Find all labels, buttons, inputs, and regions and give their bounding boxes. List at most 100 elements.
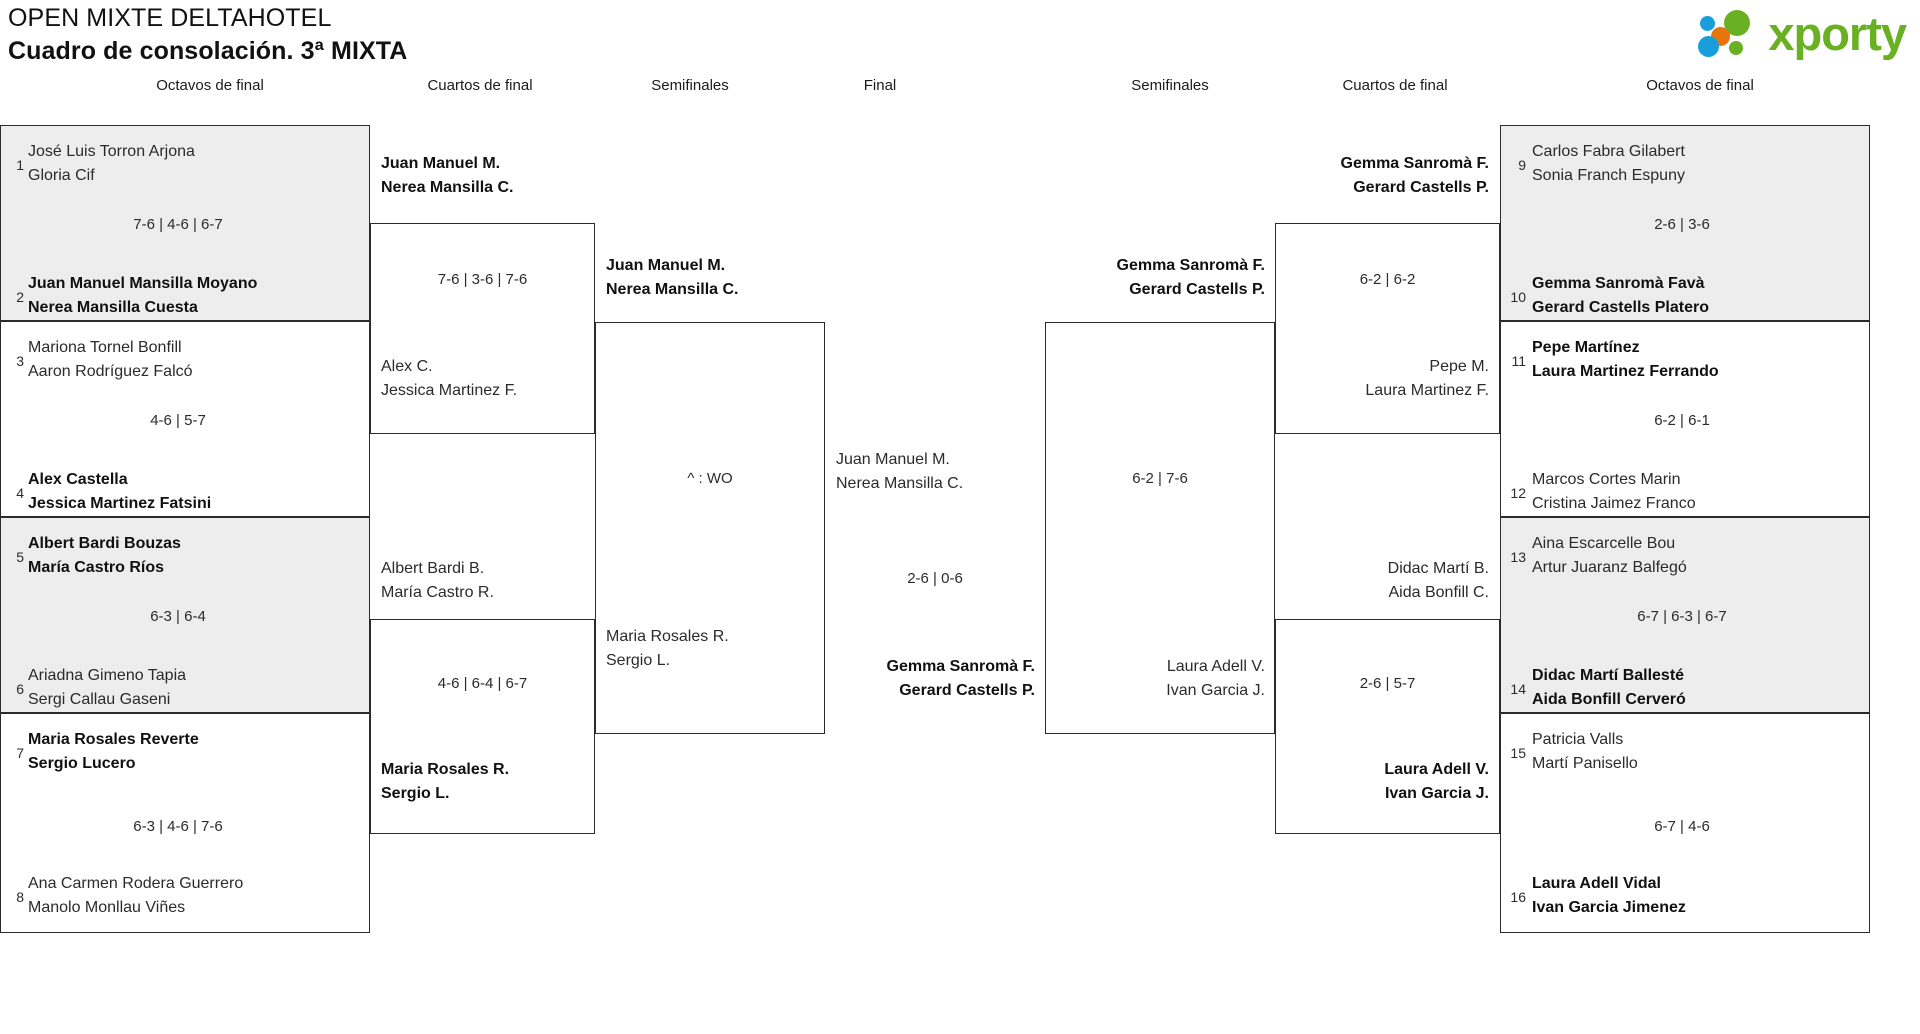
player-2: Ivan Garcia J. <box>1166 682 1265 699</box>
player-2: Sergio Lucero <box>28 755 136 772</box>
match-score: 4-6 | 6-4 | 6-7 <box>437 675 528 692</box>
match-score: 6-2 | 7-6 <box>1132 470 1188 487</box>
player-1: Laura Adell Vidal <box>1532 875 1661 892</box>
match-box-rqf-2[interactable] <box>1275 619 1500 834</box>
xporty-logo: xporty <box>1698 6 1907 60</box>
round-header-left-sf: Semifinales <box>651 77 729 94</box>
team-name: Juan Manuel M. Nerea Mansilla C. <box>381 152 514 200</box>
player-1: Carlos Fabra Gilabert <box>1532 143 1685 160</box>
seed-number: 4 <box>16 485 24 501</box>
seed-number: 11 <box>1511 353 1526 369</box>
player-2: Sonia Franch Espuny <box>1532 167 1685 184</box>
team-name: José Luis Torron Arjona Gloria Cif <box>28 140 195 188</box>
match-score: 2-6 | 3-6 <box>1654 216 1710 233</box>
team-name: Laura Adell V. Ivan Garcia J. <box>1045 655 1265 703</box>
player-1: Juan Manuel M. <box>381 155 501 172</box>
match-score: 4-6 | 5-7 <box>150 412 206 429</box>
team-name: Laura Adell Vidal Ivan Garcia Jimenez <box>1532 872 1686 920</box>
player-1: Pepe Martínez <box>1532 339 1640 356</box>
match-box-r16-3[interactable] <box>1500 517 1870 713</box>
player-2: Gerard Castells Platero <box>1532 299 1709 316</box>
player-1: Laura Adell V. <box>1384 761 1489 778</box>
team-name: Didac Martí B. Aida Bonfill C. <box>1275 557 1489 605</box>
team-name: Gemma Sanromà F. Gerard Castells P. <box>1045 254 1266 302</box>
round-header-right-qf: Cuartos de final <box>1342 77 1448 94</box>
match-score: 6-2 | 6-2 <box>1359 271 1416 288</box>
player-2: Sergio L. <box>381 785 450 802</box>
player-2: Gerard Castells P. <box>899 682 1035 699</box>
player-2: Gerard Castells P. <box>1353 179 1489 196</box>
player-2: Aaron Rodríguez Falcó <box>28 363 193 380</box>
player-2: Artur Juaranz Balfegó <box>1532 559 1687 576</box>
player-1: Ana Carmen Rodera Guerrero <box>28 875 244 892</box>
match-box-lqf-1[interactable] <box>370 223 595 434</box>
team-name: Maria Rosales R. Sergio L. <box>381 758 509 806</box>
player-2: Gerard Castells P. <box>1129 281 1265 298</box>
player-1: Laura Adell V. <box>1166 658 1265 675</box>
match-box-l16-4[interactable] <box>0 713 370 933</box>
team-name: Juan Manuel Mansilla Moyano Nerea Mansil… <box>28 272 257 320</box>
team-name: Carlos Fabra Gilabert Sonia Franch Espun… <box>1532 140 1685 188</box>
logo-wordmark: xporty <box>1768 6 1907 60</box>
team-name: Laura Adell V. Ivan Garcia J. <box>1275 758 1489 806</box>
player-1: Patricia Valls <box>1532 731 1624 748</box>
seed-number: 12 <box>1510 485 1526 501</box>
player-1: Pepe M. <box>1429 358 1489 375</box>
player-1: Maria Rosales Reverte <box>28 731 199 748</box>
seed-number: 7 <box>16 745 24 761</box>
seed-number: 16 <box>1510 889 1526 905</box>
team-name: Alex C. Jessica Martinez F. <box>381 355 517 403</box>
match-box-rqf-1[interactable] <box>1275 223 1500 434</box>
round-header-left-qf: Cuartos de final <box>427 77 533 94</box>
team-name: Albert Bardi B. María Castro R. <box>381 557 494 605</box>
player-2: María Castro R. <box>381 584 494 601</box>
seed-number: 10 <box>1510 289 1526 305</box>
team-name: Juan Manuel M. Nerea Mansilla C. <box>836 448 963 496</box>
player-1: Alex Castella <box>28 471 128 488</box>
round-header-right-r16: Octavos de final <box>1646 77 1754 94</box>
player-2: Sergi Callau Gaseni <box>28 691 171 708</box>
match-box-r16-2[interactable] <box>1500 321 1870 517</box>
match-box-r16-1[interactable] <box>1500 125 1870 321</box>
player-2: Ivan Garcia J. <box>1384 785 1489 802</box>
match-box-rsf-1[interactable] <box>1045 322 1275 734</box>
seed-number: 1 <box>16 157 24 173</box>
player-1: Ariadna Gimeno Tapia <box>28 667 187 684</box>
match-box-lqf-2[interactable] <box>370 619 595 834</box>
player-2: Sergio L. <box>606 652 671 669</box>
team-name: Didac Martí Ballesté Aida Bonfill Cerver… <box>1532 664 1686 712</box>
player-1: Juan Manuel M. <box>836 451 950 468</box>
player-1: Gemma Sanromà F. <box>1340 155 1490 172</box>
seed-number: 6 <box>16 681 24 697</box>
team-name: Marcos Cortes Marin Cristina Jaimez Fran… <box>1532 468 1696 516</box>
team-name: Aina Escarcelle Bou Artur Juaranz Balfeg… <box>1532 532 1687 580</box>
team-name: Patricia Valls Martí Panisello <box>1532 728 1638 776</box>
seed-number: 5 <box>16 549 24 565</box>
team-name: Mariona Tornel Bonfill Aaron Rodríguez F… <box>28 336 193 384</box>
team-name: Ariadna Gimeno Tapia Sergi Callau Gaseni <box>28 664 186 712</box>
player-1: Gemma Sanromà F. <box>886 658 1036 675</box>
match-box-l16-3[interactable] <box>0 517 370 713</box>
team-name: Ana Carmen Rodera Guerrero Manolo Monlla… <box>28 872 243 920</box>
seed-number: 9 <box>1518 157 1526 173</box>
player-2: Cristina Jaimez Franco <box>1532 495 1696 512</box>
seed-number: 3 <box>16 353 24 369</box>
player-2: Nerea Mansilla C. <box>381 179 514 196</box>
team-name: Pepe M. Laura Martinez F. <box>1275 355 1489 403</box>
draw-subtitle: Cuadro de consolación. 3ª MIXTA <box>8 37 408 65</box>
player-1: Gemma Sanromà F. <box>1116 257 1266 274</box>
match-box-l16-2[interactable] <box>0 321 370 517</box>
team-name: Maria Rosales Reverte Sergio Lucero <box>28 728 199 776</box>
player-2: Nerea Mansilla Cuesta <box>28 299 198 316</box>
round-header-final: Final <box>863 77 897 94</box>
match-box-l16-1[interactable] <box>0 125 370 321</box>
seed-number: 2 <box>16 289 24 305</box>
match-score: ^ : WO <box>687 470 733 487</box>
player-2: Laura Martinez F. <box>1365 382 1489 399</box>
player-1: Aina Escarcelle Bou <box>1532 535 1676 552</box>
player-2: Aida Bonfill C. <box>1388 584 1490 601</box>
team-name: Gemma Sanromà Favà Gerard Castells Plate… <box>1532 272 1709 320</box>
match-box-lsf-1[interactable] <box>595 322 825 734</box>
match-score: 6-3 | 4-6 | 7-6 <box>133 818 223 835</box>
match-box-r16-4[interactable] <box>1500 713 1870 933</box>
